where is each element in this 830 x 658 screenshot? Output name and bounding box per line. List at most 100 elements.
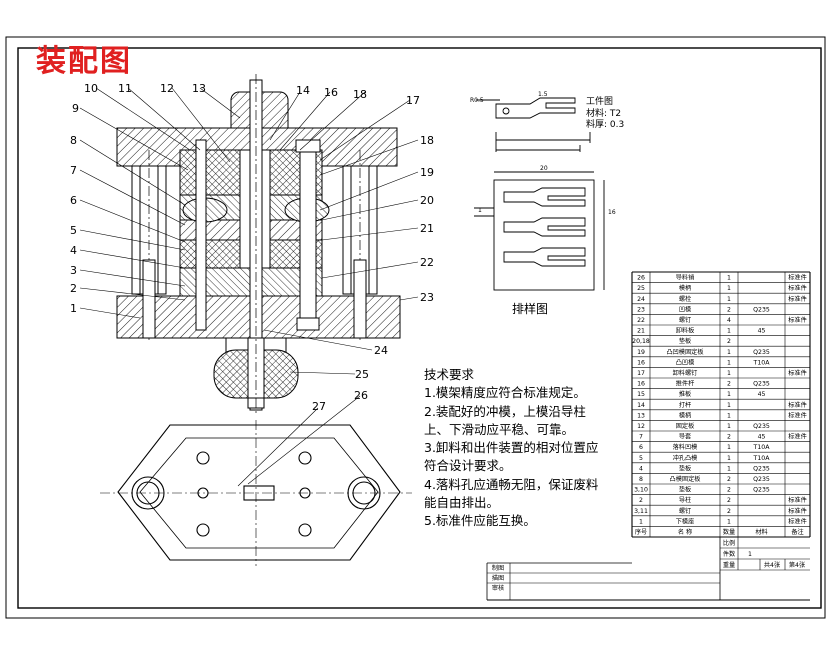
workpiece-thickness: 料厚: 0.3	[586, 120, 625, 130]
bom-cell-no: 19	[637, 349, 645, 356]
callout-5: 5	[70, 224, 77, 237]
bom-cell-mat: 45	[758, 391, 766, 398]
callout-12: 12	[160, 82, 174, 95]
bom-cell-name: 落料凹模	[673, 443, 698, 451]
bom-cell-qty: 1	[727, 465, 731, 472]
callout-27: 27	[312, 400, 326, 413]
drafter-label: 描图	[492, 574, 504, 582]
callout-4: 4	[70, 244, 77, 257]
bom-cell-no: 22	[637, 317, 645, 324]
bom-cell-name: 推板	[679, 390, 691, 398]
callout-20: 20	[420, 194, 434, 207]
strip-dim-top: 20	[540, 165, 548, 172]
workpiece-material: 材料: T2	[586, 108, 622, 119]
callout-17: 17	[406, 94, 420, 107]
bom-cell-mat: T10A	[753, 455, 771, 462]
bom-cell-qty: 1	[727, 423, 731, 430]
bom-header-note: 备注	[791, 528, 803, 536]
bom-cell-name: 卸料板	[676, 327, 695, 335]
bom-cell-name: 垫板	[679, 486, 691, 494]
bom-cell-qty: 1	[727, 370, 731, 377]
callout-10: 10	[84, 82, 98, 95]
bom-cell-qty: 1	[727, 285, 731, 292]
bom-cell-note: 标准件	[788, 284, 807, 292]
workpiece-title: 工件图	[586, 97, 614, 107]
callout-13: 13	[192, 82, 206, 95]
bom-cell-qty: 2	[727, 476, 731, 483]
bom-header-qty: 数量	[723, 528, 735, 536]
bom-cell-note: 标准件	[788, 401, 807, 409]
designer-label: 制图	[492, 564, 504, 572]
bom-cell-qty: 1	[727, 359, 731, 366]
bom-cell-qty: 1	[727, 455, 731, 462]
requirement-item: 2.装配好的冲模，上模沿导柱	[424, 403, 586, 419]
bom-cell-no: 5	[639, 455, 643, 462]
bom-cell-qty: 1	[727, 275, 731, 282]
wp-dim-top: 1.5	[538, 91, 548, 98]
bom-cell-no: 15	[637, 391, 645, 398]
bom-cell-qty: 2	[727, 338, 731, 345]
bom-cell-no: 1	[639, 518, 643, 525]
count-value: 1	[748, 551, 752, 558]
bom-cell-mat: T10A	[753, 444, 771, 451]
bom-cell-name: 螺钉	[679, 316, 691, 324]
callout-16: 16	[324, 86, 338, 99]
bom-cell-note: 标准件	[788, 411, 807, 419]
bom-cell-name: 垫板	[679, 337, 691, 345]
bom-cell-no: 20,18	[632, 338, 650, 345]
bom-cell-qty: 2	[727, 487, 731, 494]
callout-21: 21	[420, 222, 434, 235]
requirement-item: 3.卸料和出件装置的相对位置应	[424, 440, 599, 456]
bom-cell-no: 25	[637, 285, 645, 292]
bom-cell-no: 7	[639, 434, 643, 441]
page-title: 装配图	[36, 44, 132, 79]
bom-cell-name: 推件杆	[676, 380, 695, 388]
bom-cell-mat: T10A	[753, 359, 771, 366]
requirements-heading: 技术要求	[424, 367, 475, 382]
bom-cell-no: 3,11	[634, 508, 648, 515]
callout-11: 11	[118, 82, 132, 95]
bom-cell-name: 打杆	[679, 401, 691, 409]
inner-border	[17, 47, 822, 609]
bom-cell-note: 标准件	[788, 316, 807, 324]
bom-cell-note: 标准件	[788, 274, 807, 282]
bom-cell-no: 2	[639, 497, 643, 504]
bom-header-mat: 材料	[755, 528, 767, 536]
bom-cell-qty: 4	[727, 317, 731, 324]
bom-cell-note: 标准件	[788, 433, 807, 441]
strip-layout-drawing	[474, 171, 605, 291]
requirement-item: 符合设计要求。	[424, 458, 512, 474]
bom-cell-name: 垫板	[679, 464, 691, 472]
sheets-label: 共4张	[764, 561, 781, 569]
callout-14: 14	[296, 84, 310, 97]
checker-label: 审核	[492, 584, 504, 592]
bom-cell-mat: Q235	[753, 381, 770, 388]
requirement-item: 5.标准件应能互换。	[424, 513, 536, 529]
workpiece-drawing	[476, 97, 591, 152]
bom-cell-mat: 45	[758, 434, 766, 441]
bom-cell-qty: 1	[727, 391, 731, 398]
bom-cell-no: 12	[637, 423, 645, 430]
bom-cell-qty: 2	[727, 434, 731, 441]
bom-cell-name: 凸模固定板	[670, 475, 701, 483]
bom-cell-no: 3,10	[634, 487, 648, 494]
callout-18-top: 18	[353, 88, 367, 101]
assembly-section-view	[116, 74, 401, 414]
outer-border	[5, 36, 826, 619]
bom-cell-note: 标准件	[788, 496, 807, 504]
technical-requirements: 技术要求 1.模架精度应符合标准规定。 2.装配好的冲模，上模沿导柱 上、下滑动…	[424, 366, 634, 531]
bom-cell-qty: 1	[727, 412, 731, 419]
bom-cell-no: 13	[637, 412, 645, 419]
bom-cell-no: 14	[637, 402, 645, 409]
callout-19: 19	[420, 166, 434, 179]
bom-cell-qty: 2	[727, 381, 731, 388]
bom-cell-note: 标准件	[788, 369, 807, 377]
bom-cell-mat: Q235	[753, 349, 770, 356]
callout-23: 23	[420, 291, 434, 304]
bom-cell-qty: 1	[727, 444, 731, 451]
bom-cell-no: 21	[637, 328, 645, 335]
bom-cell-no: 16	[637, 359, 645, 366]
bom-cell-no: 24	[637, 296, 645, 303]
bom-cell-mat: Q235	[753, 465, 770, 472]
